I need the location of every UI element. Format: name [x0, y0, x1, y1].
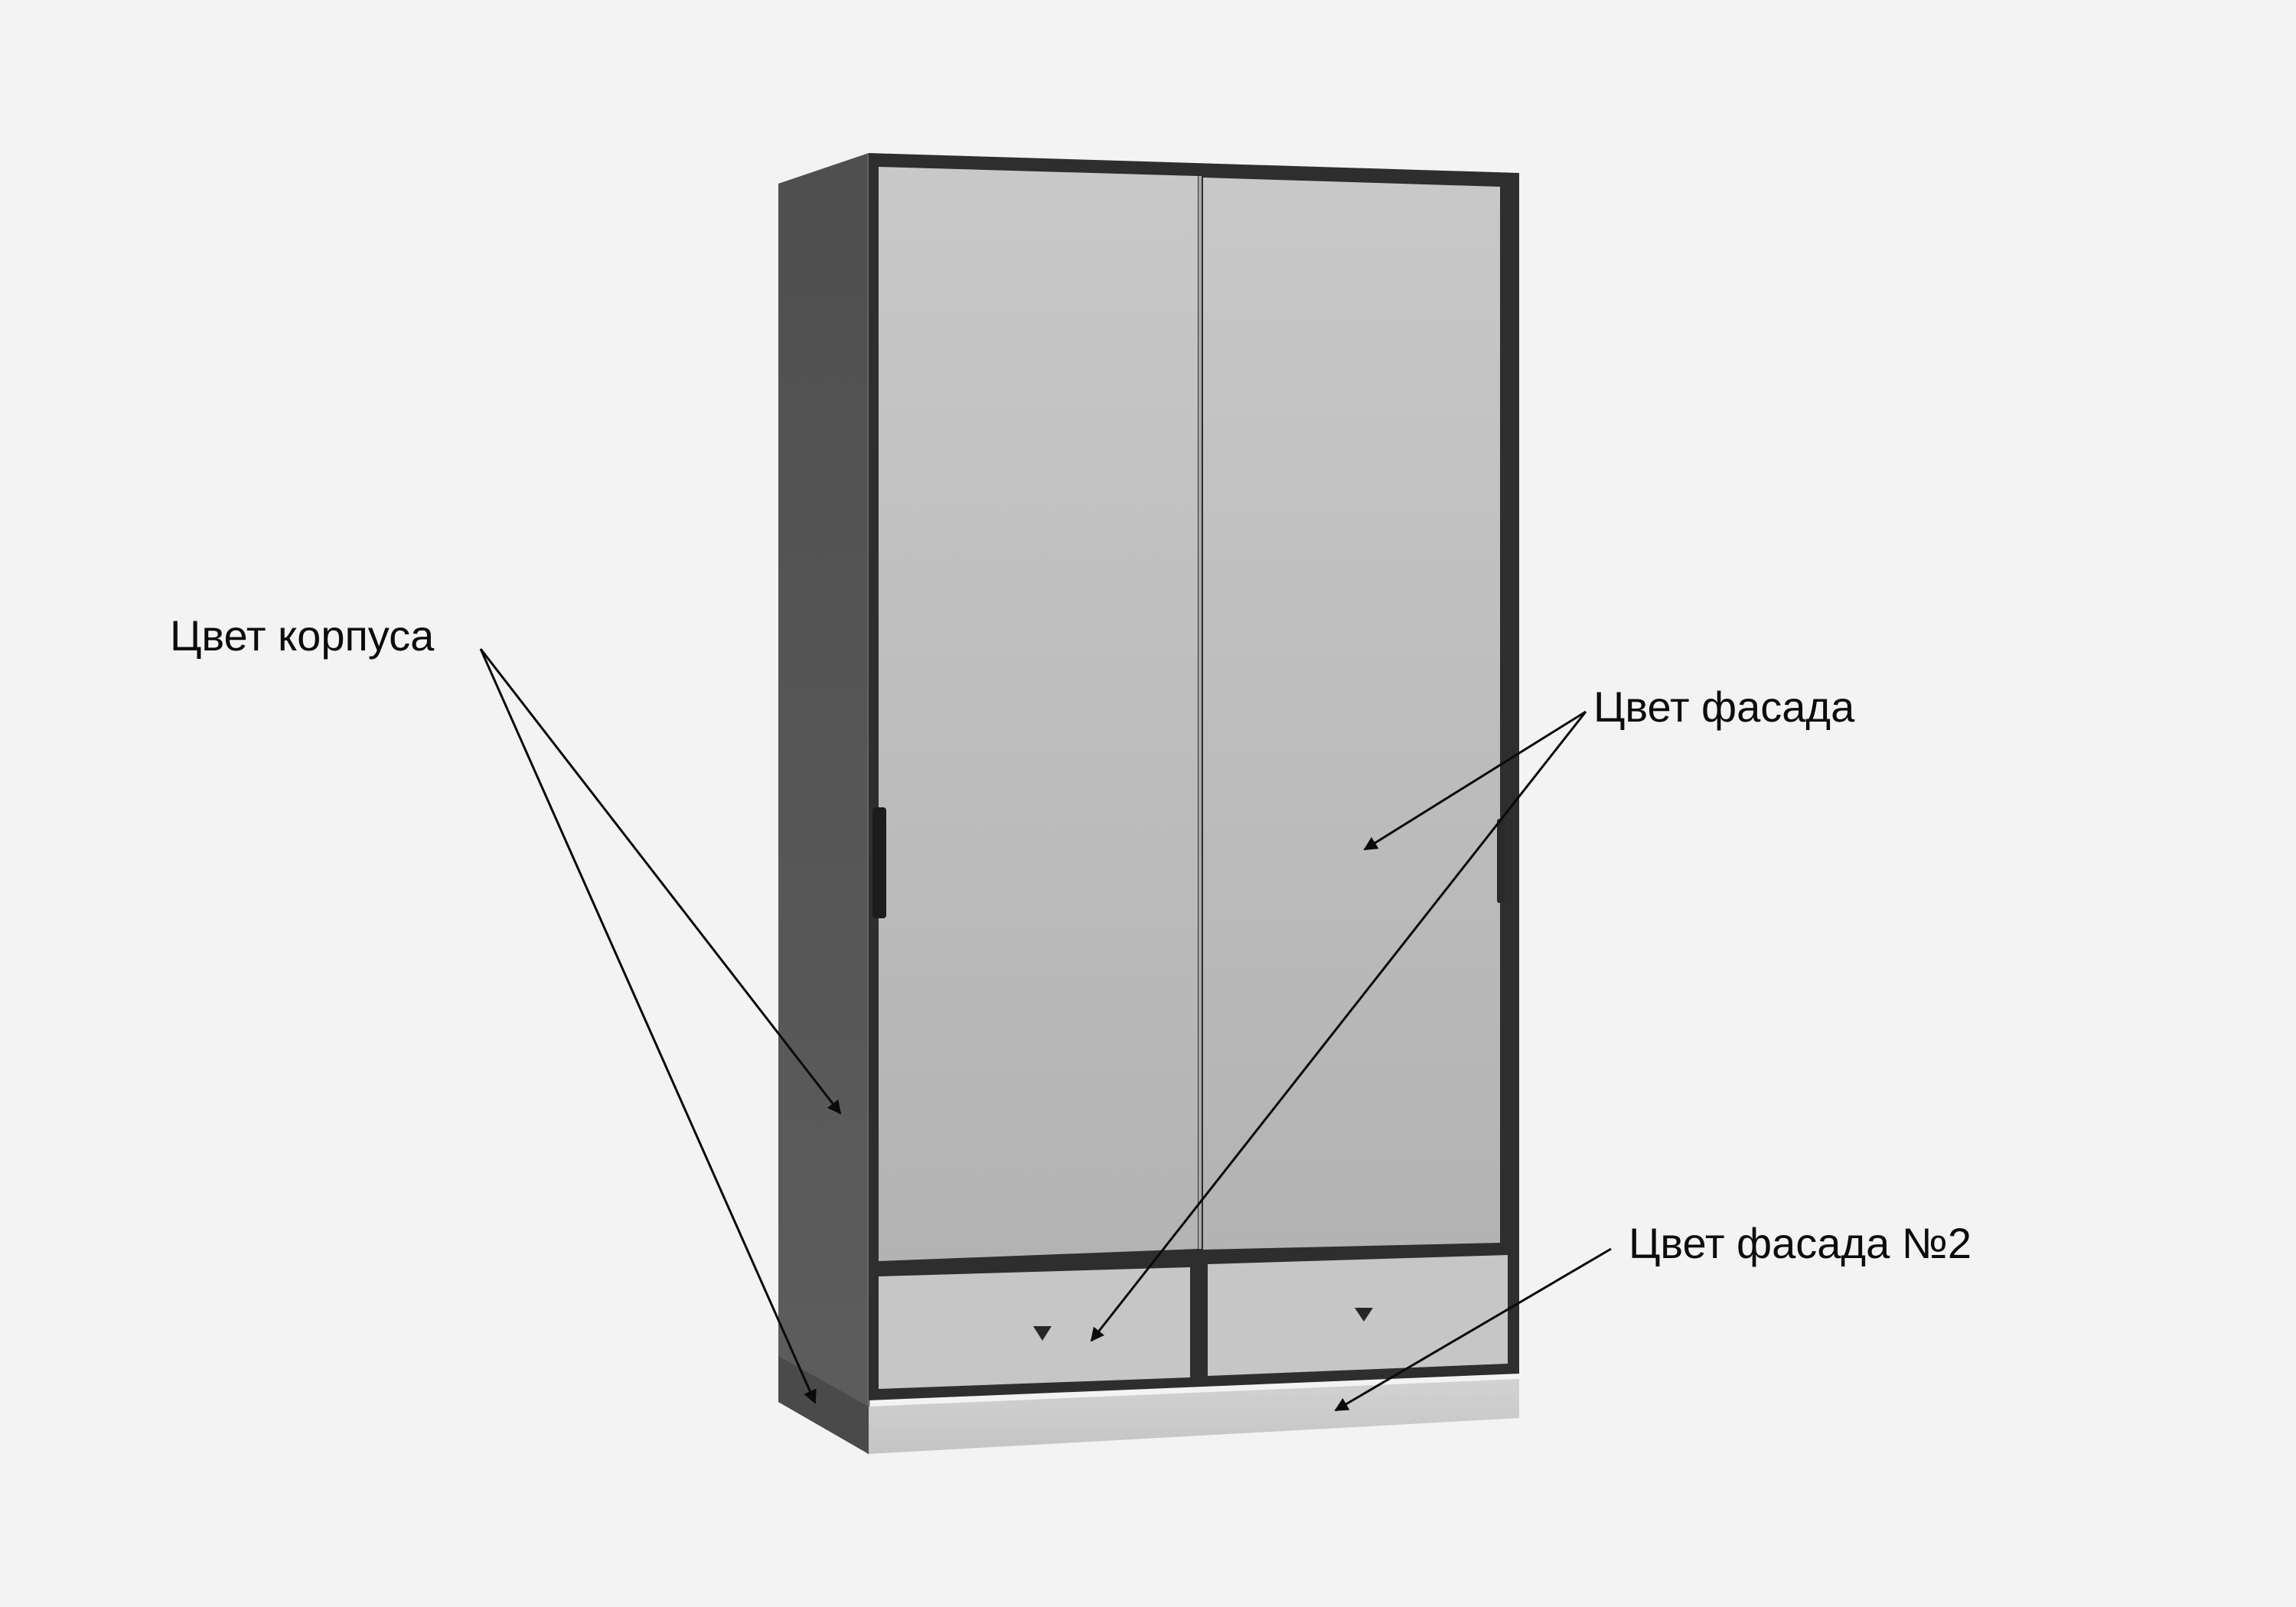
drawer-knob-left	[1033, 1326, 1052, 1341]
arrow-facade-door	[1363, 710, 1587, 851]
drawer-left-facade	[879, 1267, 1190, 1389]
door-handle-right	[1497, 819, 1505, 903]
door-handle-left	[872, 807, 886, 918]
wardrobe-side-panel	[778, 153, 869, 1454]
plinth-side	[778, 1356, 869, 1454]
drawer-knob-right	[1355, 1308, 1373, 1322]
label-facade-color: Цвет фасада	[1593, 683, 1855, 731]
drawer-right-facade	[1208, 1255, 1508, 1376]
label-body-color: Цвет корпуса	[170, 611, 435, 660]
door-left-facade	[879, 167, 1198, 1261]
arrow-body-side	[479, 648, 842, 1115]
arrow-facade-drawer	[1090, 711, 1587, 1342]
door-right-facade	[1203, 178, 1500, 1250]
label-facade-color-2: Цвет фасада №2	[1629, 1219, 1971, 1267]
arrow-facade2-plinth	[1334, 1247, 1612, 1412]
arrow-body-plinth	[479, 648, 817, 1404]
